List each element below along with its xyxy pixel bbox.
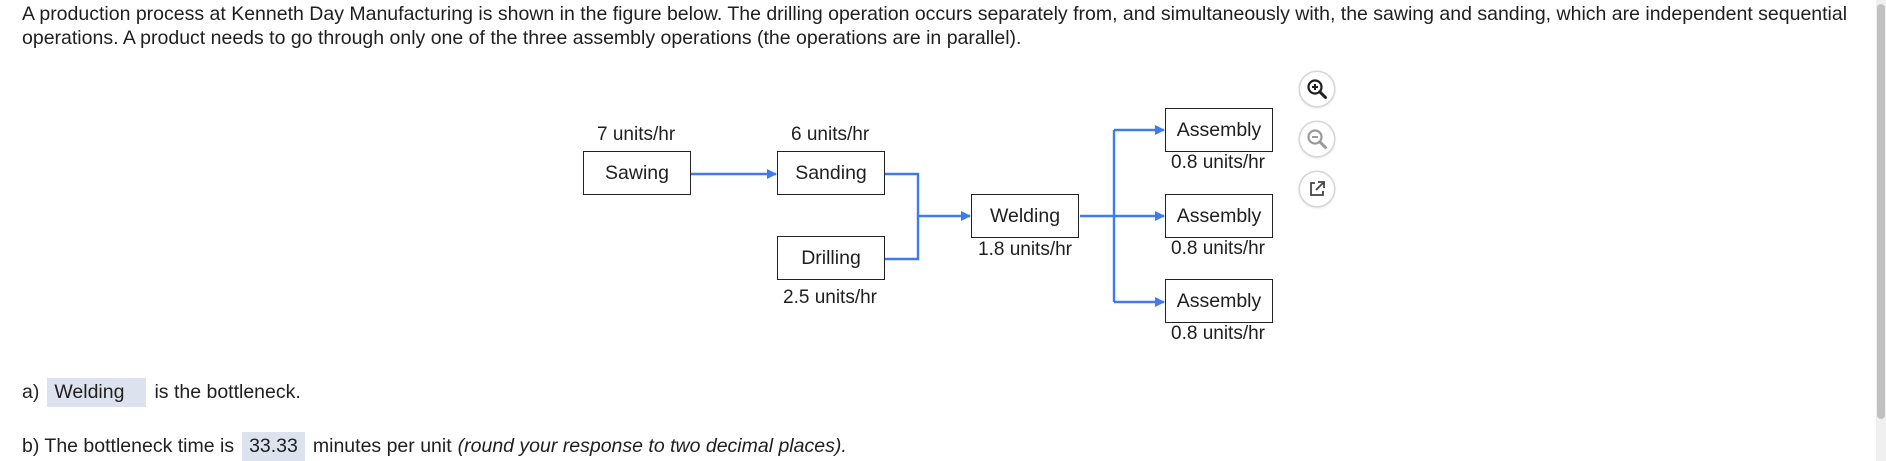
welding-node: Welding	[971, 194, 1079, 238]
answer-a-field[interactable]: Welding	[47, 378, 147, 407]
drilling-rate: 2.5 units/hr	[783, 287, 877, 308]
assembly-node-1: Assembly	[1165, 108, 1273, 152]
popout-button[interactable]	[1300, 172, 1334, 206]
external-link-icon	[1310, 181, 1325, 196]
welding-rate: 1.8 units/hr	[978, 239, 1072, 260]
answer-b-note: (round your response to two decimal plac…	[457, 435, 847, 457]
zoom-out-button[interactable]	[1300, 122, 1334, 156]
answer-b-line: b) The bottleneck time is 33.33 minutes …	[22, 432, 847, 461]
answer-b-prefix: b) The bottleneck time is	[22, 435, 235, 457]
sawing-rate: 7 units/hr	[597, 124, 676, 145]
edge-sanding-merge	[885, 172, 920, 216]
zoom-in-icon	[1307, 79, 1327, 99]
assembly-node-3: Assembly	[1165, 279, 1273, 323]
answer-b-field[interactable]: 33.33	[242, 432, 305, 461]
problem-statement: A production process at Kenneth Day Manu…	[22, 3, 1848, 49]
sanding-node: Sanding	[777, 151, 885, 195]
answer-a-line: a) Welding is the bottleneck.	[22, 378, 301, 407]
scrollbar-thumb[interactable]	[1877, 4, 1885, 419]
sawing-node: Sawing	[583, 151, 691, 195]
assembly-1-rate: 0.8 units/hr	[1171, 152, 1265, 173]
answer-a-prefix: a)	[22, 381, 40, 403]
answer-b-suffix: minutes per unit	[312, 435, 452, 457]
zoom-out-icon	[1307, 129, 1327, 149]
zoom-in-button[interactable]	[1300, 72, 1334, 106]
edge-drilling-merge	[885, 216, 920, 261]
answer-a-suffix: is the bottleneck.	[154, 381, 301, 403]
scrollbar[interactable]	[1876, 0, 1886, 461]
assembly-3-rate: 0.8 units/hr	[1171, 323, 1265, 344]
drilling-node: Drilling	[777, 236, 885, 280]
assembly-2-rate: 0.8 units/hr	[1171, 238, 1265, 259]
assembly-node-2: Assembly	[1165, 194, 1273, 238]
sanding-rate: 6 units/hr	[791, 124, 870, 145]
